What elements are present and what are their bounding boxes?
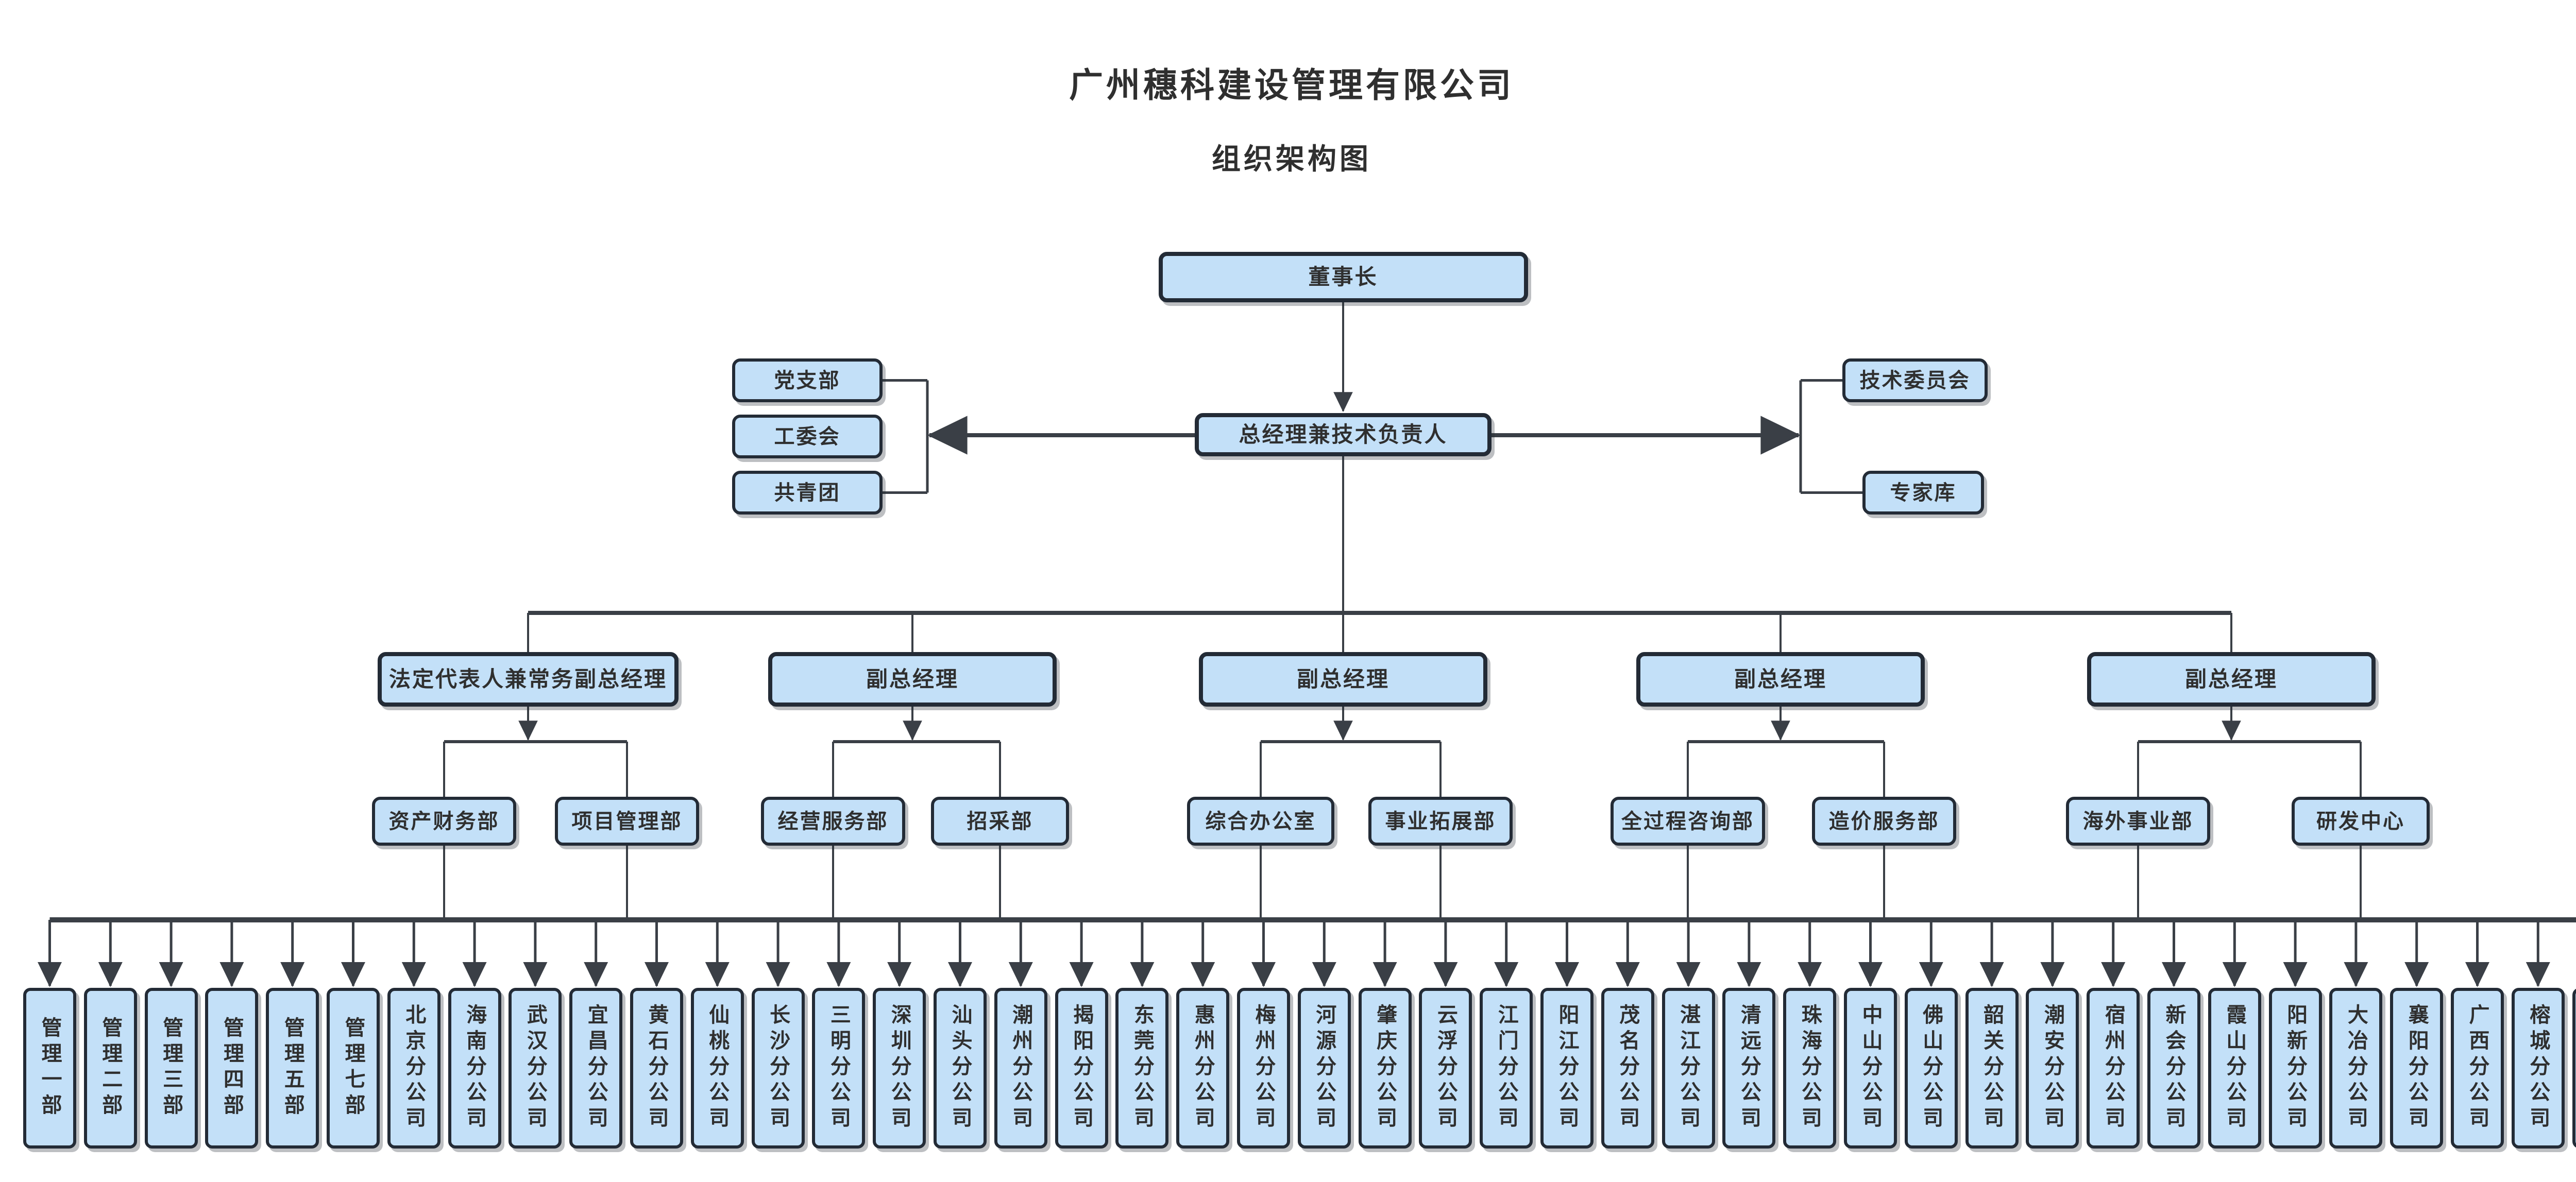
org-node-branch-15: 汕头分公司 [934,988,987,1149]
org-node-branch-2: 管理三部 [144,988,198,1149]
org-node-department-2-0: 综合办公室 [1187,797,1334,846]
org-node-branch-12: 长沙分公司 [751,988,805,1149]
org-node-executive-4: 副总经理 [2087,652,2376,707]
org-node-branch-22: 肇庆分公司 [1358,988,1412,1149]
org-node-branch-6: 北京分公司 [387,988,440,1149]
org-node-branch-38: 大冶分公司 [2329,988,2383,1149]
org-node-department-2-1: 事业拓展部 [1368,797,1513,846]
org-node-department-3-1: 造价服务部 [1812,797,1956,846]
org-node-branch-3: 管理四部 [205,988,259,1149]
org-node-branch-35: 新会分公司 [2147,988,2200,1149]
org-node-branch-24: 江门分公司 [1480,988,1533,1149]
org-node-branch-5: 管理七部 [327,988,380,1149]
org-node-left-2: 共青团 [732,471,883,515]
org-node-department-0-1: 项目管理部 [555,797,699,846]
org-node-branch-16: 潮州分公司 [994,988,1047,1149]
org-node-branch-23: 云浮分公司 [1419,988,1472,1149]
org-node-branch-42: 东莞分公司 [2572,988,2576,1149]
org-node-branch-14: 深圳分公司 [873,988,926,1149]
org-node-branch-25: 阳江分公司 [1540,988,1594,1149]
org-node-branch-8: 武汉分公司 [509,988,562,1149]
org-node-branch-33: 潮安分公司 [2026,988,2079,1149]
org-node-branch-4: 管理五部 [266,988,319,1149]
org-node-right-0: 技术委员会 [1842,358,1988,402]
org-node-department-4-1: 研发中心 [2292,797,2430,846]
org-node-branch-21: 河源分公司 [1297,988,1351,1149]
org-node-executive-3: 副总经理 [1636,652,1925,707]
org-node-branch-18: 东莞分公司 [1115,988,1169,1149]
org-node-branch-29: 珠海分公司 [1783,988,1837,1149]
org-node-branch-1: 管理二部 [83,988,137,1149]
org-node-right-1: 专家库 [1862,471,1984,515]
org-node-branch-7: 海南分公司 [448,988,501,1149]
org-node-branch-39: 襄阳分公司 [2390,988,2444,1149]
org-node-branch-30: 中山分公司 [1844,988,1897,1149]
org-node-left-1: 工委会 [732,415,883,458]
org-node-executive-1: 副总经理 [768,652,1057,707]
org-node-executive-2: 副总经理 [1199,652,1487,707]
org-node-branch-37: 阳新分公司 [2268,988,2322,1149]
org-node-branch-34: 宿州分公司 [2087,988,2140,1149]
org-node-branch-28: 清远分公司 [1722,988,1776,1149]
org-node-branch-10: 黄石分公司 [630,988,683,1149]
org-node-department-1-1: 招采部 [931,797,1069,846]
org-node-branch-41: 榕城分公司 [2511,988,2565,1149]
org-node-branch-26: 茂名分公司 [1601,988,1654,1149]
org-node-general-manager: 总经理兼技术负责人 [1195,413,1492,456]
page-title: 广州穗科建设管理有限公司 [1069,66,1514,104]
org-node-department-0-0: 资产财务部 [372,797,516,846]
org-node-chairman: 董事长 [1158,252,1528,302]
org-node-department-1-0: 经营服务部 [761,797,905,846]
org-node-branch-11: 仙桃分公司 [690,988,744,1149]
org-node-branch-20: 梅州分公司 [1237,988,1290,1149]
org-node-branch-32: 韶关分公司 [1965,988,2019,1149]
org-node-department-3-0: 全过程咨询部 [1611,797,1765,846]
org-node-branch-31: 佛山分公司 [1904,988,1958,1149]
org-node-branch-9: 宜昌分公司 [569,988,623,1149]
org-node-left-0: 党支部 [732,358,883,402]
org-node-branch-0: 管理一部 [23,988,76,1149]
org-node-branch-36: 霞山分公司 [2208,988,2261,1149]
org-node-branch-19: 惠州分公司 [1176,988,1230,1149]
org-node-department-4-0: 海外事业部 [2066,797,2210,846]
org-node-branch-27: 湛江分公司 [1662,988,1715,1149]
org-node-branch-40: 广西分公司 [2451,988,2504,1149]
page-subtitle: 组织架构图 [1212,143,1371,175]
org-node-branch-17: 揭阳分公司 [1055,988,1108,1149]
org-node-executive-0: 法定代表人兼常务副总经理 [378,652,679,707]
org-node-branch-13: 三明分公司 [812,988,866,1149]
